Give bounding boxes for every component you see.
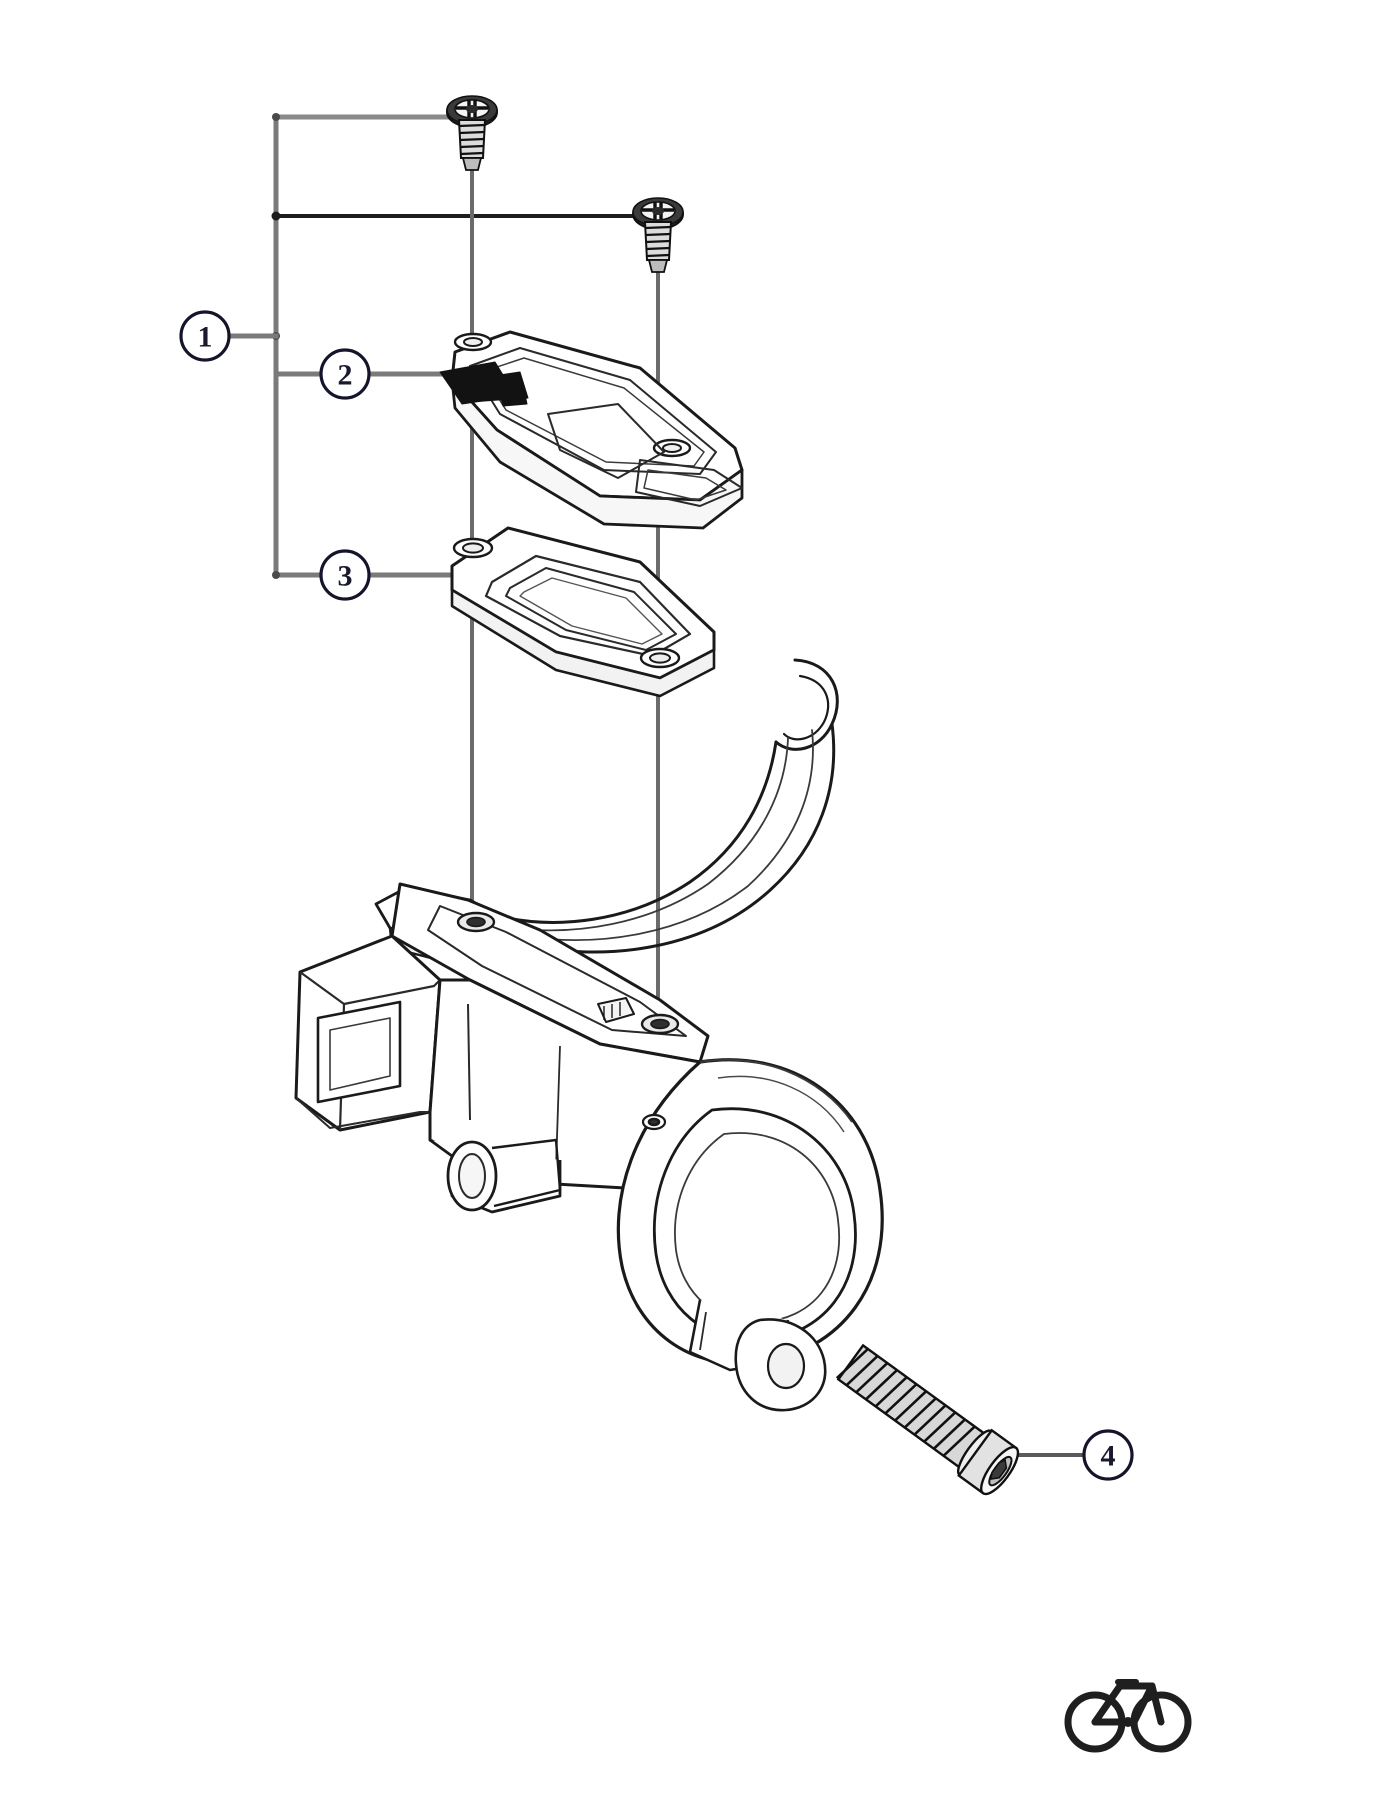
part-clamp-bolt[interactable] — [833, 1339, 1024, 1500]
callout-3-label: 3 — [338, 560, 353, 593]
callout-1-label: 1 — [198, 321, 213, 354]
callout-4-circle — [1082, 1429, 1134, 1481]
bolt-hex-socket — [989, 1458, 1008, 1481]
bracket-node-mid — [271, 211, 281, 221]
callout-2-label: 2 — [338, 359, 353, 392]
callout-3[interactable]: 3 — [319, 549, 371, 601]
body-window-aperture — [316, 1000, 402, 1104]
bracket-node-top — [272, 113, 280, 121]
callout-3-circle — [319, 549, 371, 601]
part-screw-lower[interactable] — [631, 196, 685, 274]
part-gasket-plate[interactable] — [450, 526, 716, 698]
bicycle-logo-frame — [1091, 1682, 1165, 1726]
bracket-leader-structure — [228, 113, 1086, 1457]
callout-group: 1 2 3 4 — [179, 310, 1134, 1481]
callout-4[interactable]: 4 — [1082, 1429, 1134, 1481]
bicycle-logo — [1064, 1679, 1192, 1753]
bicycle-logo-crank — [1123, 1717, 1133, 1727]
part-lever-body[interactable] — [294, 882, 884, 1412]
callout-4-label: 4 — [1101, 1440, 1116, 1473]
callout-2[interactable]: 2 — [319, 348, 371, 400]
part-screw-upper[interactable] — [445, 94, 499, 172]
callout-1-circle — [179, 310, 231, 362]
bracket-node-bottom — [272, 571, 280, 579]
callout-1[interactable]: 1 — [179, 310, 231, 362]
callout-2-circle — [319, 348, 371, 400]
part-cover-cap[interactable] — [439, 330, 744, 530]
